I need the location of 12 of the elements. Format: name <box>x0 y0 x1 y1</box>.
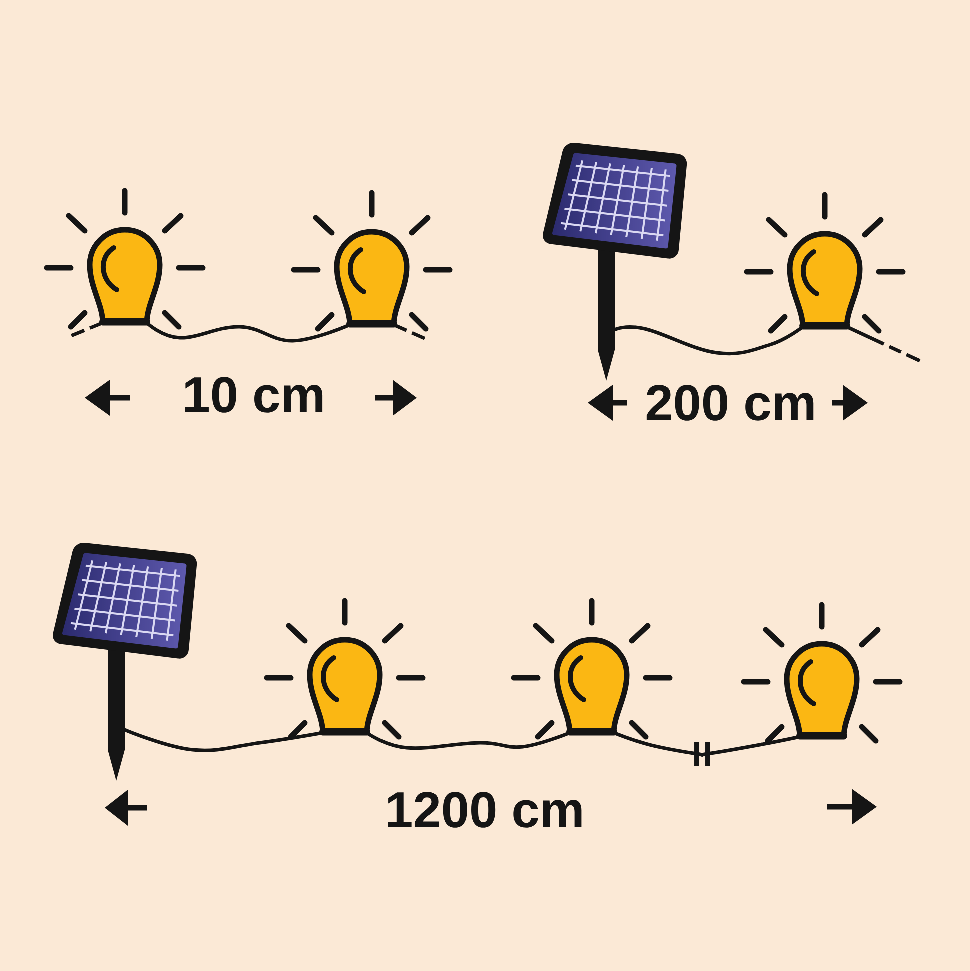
dimension-label: 200 cm <box>646 385 814 421</box>
cable <box>846 325 921 363</box>
cable <box>124 728 324 752</box>
cable <box>68 321 104 339</box>
cable <box>146 322 351 343</box>
cable <box>613 731 800 757</box>
dimension-label: 1200 cm <box>388 792 582 828</box>
solar-panel <box>543 142 688 381</box>
dimension-label: 10 cm <box>185 377 323 413</box>
solar-panel <box>53 542 198 781</box>
cable <box>614 326 804 356</box>
cable <box>366 731 571 750</box>
